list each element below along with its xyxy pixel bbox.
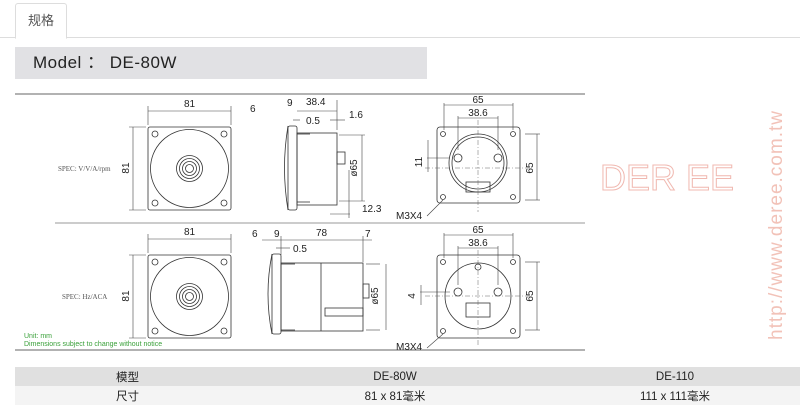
dim-38-6: 38.6: [468, 238, 488, 249]
dim-6: 6: [252, 229, 258, 240]
dim-11: 11: [414, 156, 425, 167]
dim-38-6: 38.6: [468, 108, 488, 119]
dim-diameter: ø65: [370, 287, 381, 305]
top-rear-view: [425, 103, 540, 217]
spec-table: 模型 DE-80W DE-110 尺寸 81 x 81毫米 111 x 111毫…: [15, 367, 800, 405]
spec-label: SPEC: V/V/A/rpm: [58, 165, 111, 173]
table-cell: 81 x 81毫米: [240, 386, 550, 405]
screw-label: M3X4: [396, 342, 423, 353]
unit-note: Unit: mm: [24, 333, 52, 340]
spec-label: SPEC: Hz/ACA: [62, 293, 107, 301]
top-side-view: [284, 100, 365, 218]
dim-65-width: 65: [472, 95, 484, 106]
table-cell: 模型: [15, 367, 240, 386]
bottom-rear-view: [420, 233, 540, 349]
bottom-side-view: [262, 236, 387, 335]
table-cell: DE-110: [550, 367, 800, 386]
dim-65-height: 65: [525, 290, 536, 302]
dim-38-4: 38.4: [306, 97, 326, 108]
table-cell: 尺寸: [15, 386, 240, 405]
dim-front-height: 81: [121, 290, 132, 302]
bottom-front-view: [129, 234, 232, 339]
watermark-logo: DER EE: [600, 157, 734, 198]
dim-6: 6: [250, 104, 256, 115]
dim-9: 9: [287, 98, 293, 109]
dim-1-6: 1.6: [349, 110, 363, 121]
dim-4: 4: [407, 293, 418, 299]
top-front-view: [129, 106, 232, 211]
dim-78: 78: [316, 228, 328, 239]
dim-12-3: 12.3: [362, 204, 382, 215]
dim-7: 7: [365, 229, 371, 240]
dim-front-width: 81: [184, 227, 196, 238]
table-cell: 111 x 111毫米: [550, 386, 800, 405]
model-title: Model ： DE-80W: [15, 47, 427, 79]
disclaimer-note: Dimensions subject to change without not…: [24, 341, 162, 348]
dim-0-5: 0.5: [293, 244, 307, 255]
table-row: 模型 DE-80W DE-110: [15, 367, 800, 386]
dim-0-5: 0.5: [306, 116, 320, 127]
watermark-url: http://www.deree.com.tw: [766, 110, 787, 340]
dim-front-width: 81: [184, 99, 196, 110]
table-row: 尺寸 81 x 81毫米 111 x 111毫米: [15, 386, 800, 405]
dim-9: 9: [274, 229, 280, 240]
table-cell: DE-80W: [240, 367, 550, 386]
dim-front-height: 81: [121, 162, 132, 174]
tab-bar: [0, 37, 800, 38]
screw-label: M3X4: [396, 211, 423, 222]
dim-65-height: 65: [525, 162, 536, 174]
tab-specifications[interactable]: 规格: [15, 3, 67, 39]
dim-diameter: ø65: [349, 159, 360, 177]
dim-65-width: 65: [472, 225, 484, 236]
